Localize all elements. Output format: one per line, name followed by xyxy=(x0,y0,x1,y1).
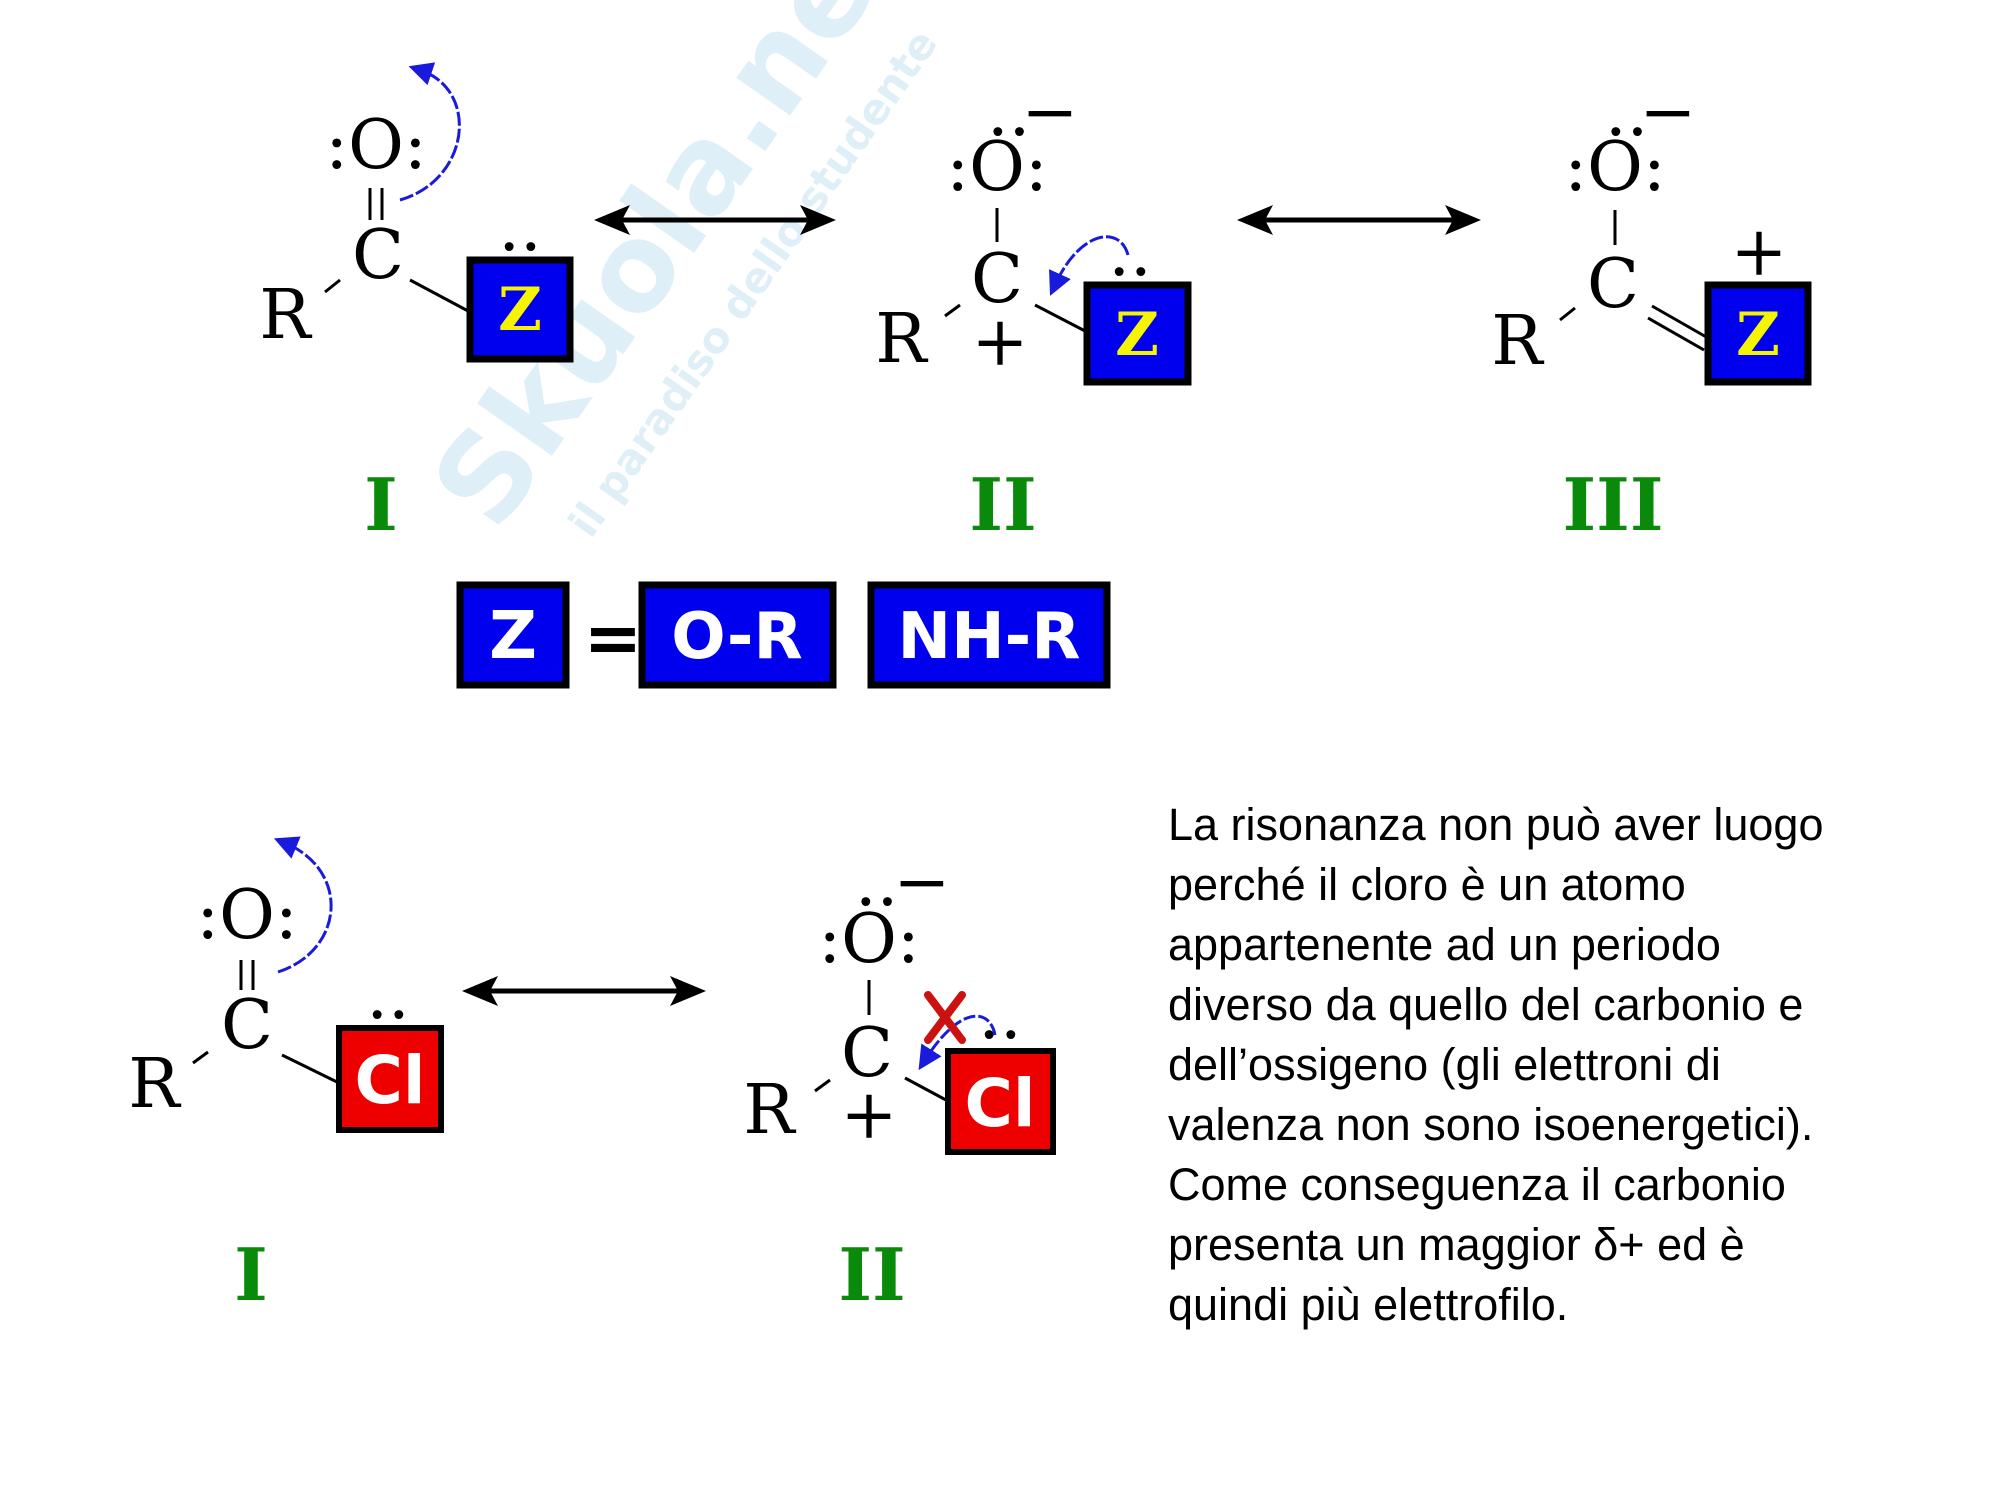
oxygen-atom: :O: xyxy=(818,900,920,979)
explanation-text: La risonanza non può aver luogo perché i… xyxy=(1168,795,1988,1335)
structure-bottom-2: .. − :O: C R + .. Cl xyxy=(743,843,1056,1155)
lone-pair: .. xyxy=(1108,213,1151,292)
carbon-atom: C xyxy=(971,240,1023,319)
z-substituent: Z xyxy=(1115,300,1159,370)
z-symbol: Z xyxy=(489,597,537,674)
oxygen-atom: :O: xyxy=(325,106,427,185)
structure-label-II: II xyxy=(969,462,1036,547)
chlorine-substituent: Cl xyxy=(354,1042,425,1119)
explanation-line: appartenente ad un periodo xyxy=(1168,919,1721,970)
r-group: R xyxy=(743,1071,796,1150)
structure-label-II: II xyxy=(838,1232,905,1317)
resonance-arrow-icon xyxy=(462,976,706,1006)
structure-top-1: :O: C R .. Z xyxy=(259,62,574,363)
r-group: R xyxy=(875,300,928,379)
resonance-arrow-icon xyxy=(594,205,836,235)
explanation-line: La risonanza non può aver luogo xyxy=(1168,799,1824,850)
oxygen-atom: :O: xyxy=(1564,128,1666,207)
explanation-line: perché il cloro è un atomo xyxy=(1168,859,1686,910)
resonance-arrow-icon xyxy=(1237,205,1481,235)
oxygen-atom: :O: xyxy=(196,876,298,955)
positive-charge: + xyxy=(841,1076,898,1155)
structure-bottom-1: :O: C R .. Cl xyxy=(128,836,444,1133)
structure-label-III: III xyxy=(1562,462,1663,547)
negative-charge: − xyxy=(1640,73,1697,152)
explanation-line: presenta un maggior δ+ ed è xyxy=(1168,1219,1745,1270)
lone-pair: .. xyxy=(855,843,898,922)
lone-pair: .. xyxy=(987,73,1030,152)
carbon-atom: C xyxy=(841,1014,893,1093)
carbon-atom: C xyxy=(1587,245,1639,324)
option-nhr: NH-R xyxy=(898,600,1081,674)
lone-pair: .. xyxy=(498,188,541,267)
negative-charge: − xyxy=(894,843,951,922)
structure-top-2: .. − :O: C R + .. Z xyxy=(875,73,1192,386)
curved-arrow-icon xyxy=(1049,235,1130,296)
chlorine-substituent: Cl xyxy=(964,1065,1035,1142)
oxygen-atom: :O: xyxy=(946,128,1048,207)
option-or: O-R xyxy=(671,600,802,674)
r-group: R xyxy=(128,1045,181,1124)
explanation-line: diverso da quello del carbonio e xyxy=(1168,979,1804,1030)
structure-label-I: I xyxy=(234,1232,268,1317)
curved-arrow-icon xyxy=(273,836,333,974)
explanation-line: Come conseguenza il carbonio xyxy=(1168,1159,1786,1210)
structure-top-3: .. − :O: C R + Z xyxy=(1491,73,1812,386)
z-substituent: Z xyxy=(1736,300,1780,370)
lone-pair: .. xyxy=(366,956,409,1035)
positive-charge: + xyxy=(972,303,1029,382)
carbon-atom: C xyxy=(352,216,404,295)
r-group: R xyxy=(1491,302,1544,381)
curved-arrow-icon xyxy=(399,62,461,202)
curved-arrow-icon xyxy=(918,1014,997,1071)
z-substituent: Z xyxy=(498,275,542,345)
r-group: R xyxy=(259,276,312,355)
explanation-line: quindi più elettrofilo. xyxy=(1168,1279,1569,1330)
explanation-line: dell’ossigeno (gli elettroni di xyxy=(1168,1039,1721,1090)
cross-icon xyxy=(924,991,966,1044)
explanation-line: valenza non sono isoenergetici). xyxy=(1168,1099,1814,1150)
lone-pair: .. xyxy=(1605,73,1648,152)
carbon-atom: C xyxy=(221,986,273,1065)
positive-charge: + xyxy=(1731,213,1788,292)
lone-pair: .. xyxy=(978,976,1021,1055)
equals-sign: = xyxy=(584,597,643,679)
structure-label-I: I xyxy=(364,462,398,547)
negative-charge: − xyxy=(1022,73,1079,152)
z-definition: Z = O-R NH-R xyxy=(456,581,1111,689)
